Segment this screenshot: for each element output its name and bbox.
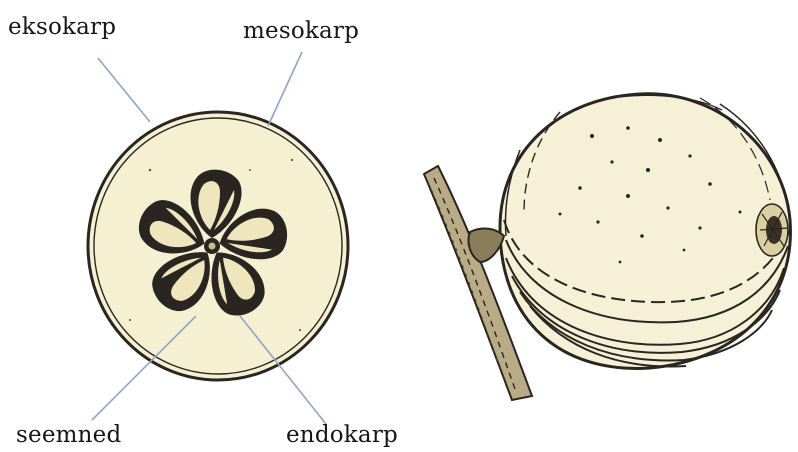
fruit-calyx [756,204,788,256]
leader-line-mesocarp [268,52,302,126]
label-endocarp: endokarp [286,424,398,447]
label-mesocarp: mesokarp [243,20,359,43]
fruit-body [500,94,790,369]
label-exocarp: eksokarp [8,16,116,39]
cross-section [88,52,348,424]
leader-line-exocarp [98,58,150,122]
whole-fruit [424,94,790,400]
fruit-stem [468,229,504,262]
label-seeds: seemned [16,424,121,447]
